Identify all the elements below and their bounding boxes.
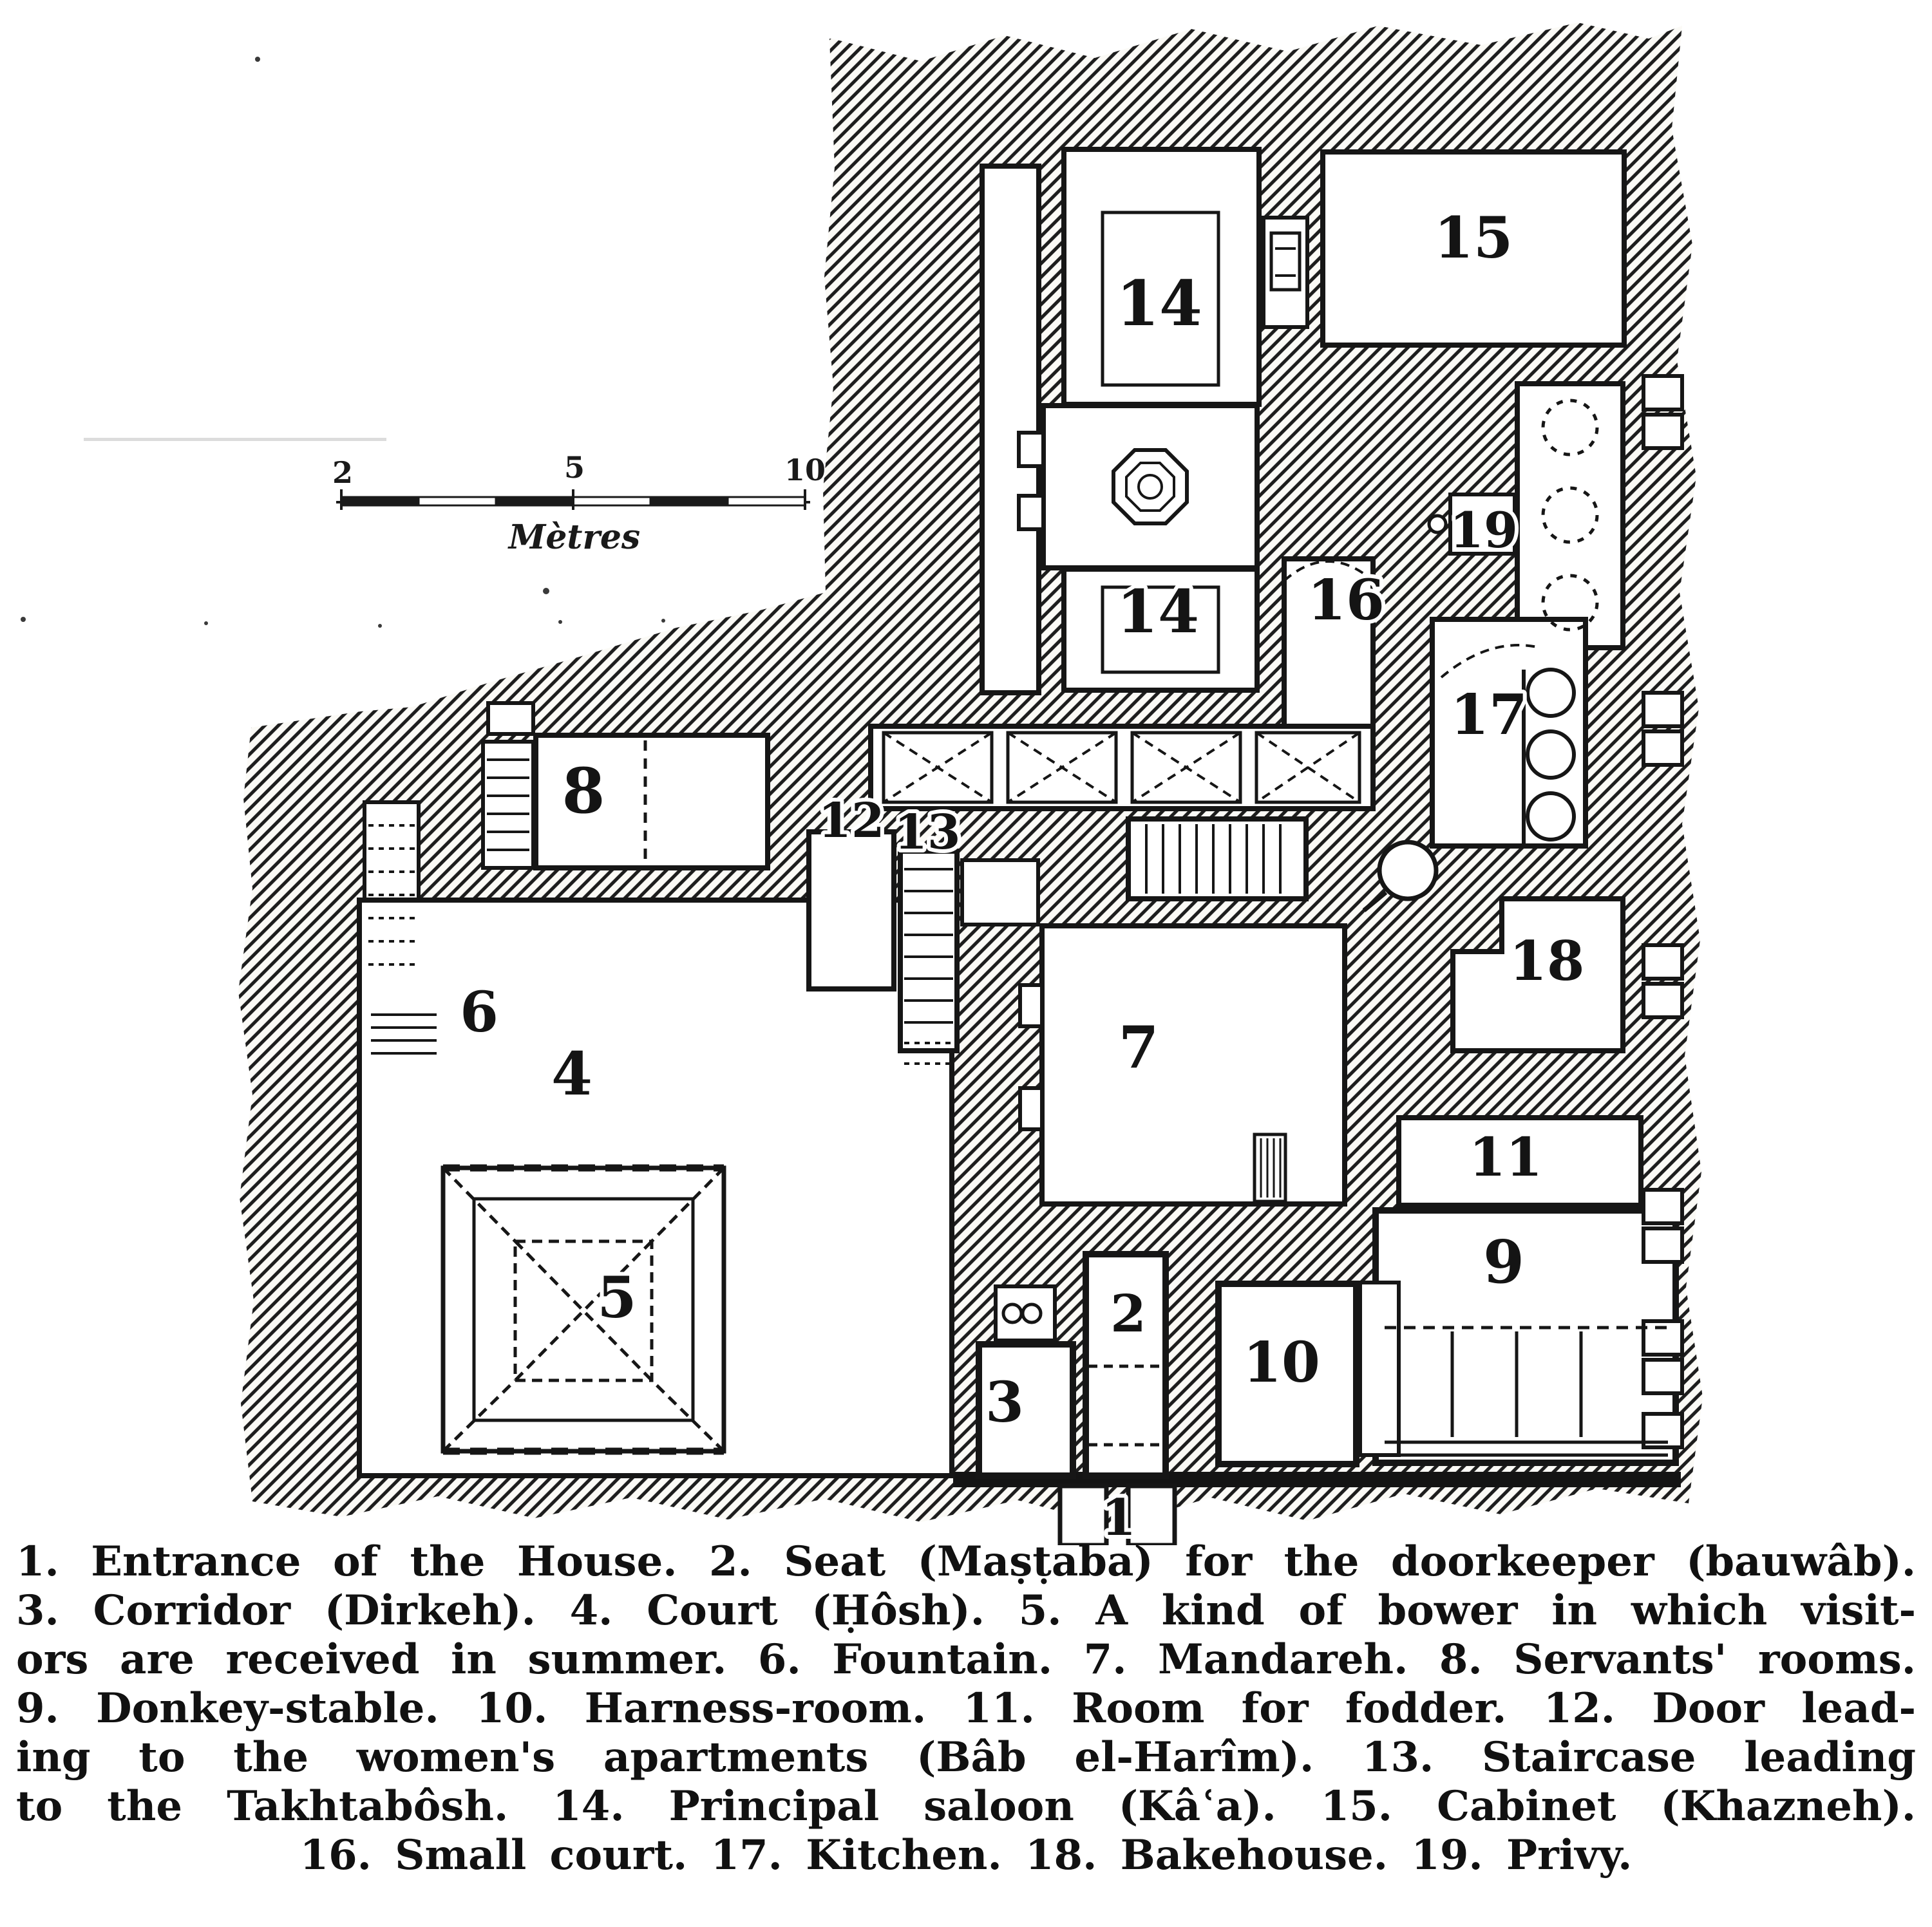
stove-ring: [1526, 668, 1576, 718]
room-label-4: 4: [551, 1039, 592, 1109]
room-label-1: 1: [1101, 1489, 1136, 1545]
stair-rungs: [368, 824, 415, 966]
scale-unit-label: Mètres: [507, 518, 640, 557]
legend-line-6: to the Takhtabôsh. 14. Principal saloon …: [16, 1782, 1916, 1830]
kitchen-dashed-curve: [1440, 644, 1541, 679]
room-label-8: 8: [562, 755, 605, 827]
stable-trough: [1385, 1440, 1668, 1457]
stair-13-landing: [960, 858, 1040, 926]
room-label-3: 3: [985, 1370, 1024, 1435]
stair-rungs: [487, 758, 529, 851]
closet-nw-of-8: [486, 701, 535, 736]
plan-details: [368, 247, 1668, 1457]
room-label-9: 9: [1483, 1227, 1524, 1297]
legend-line-1: 1. Entrance of the House. 2. Seat (Maṣṭa…: [16, 1537, 1916, 1586]
stable-slot: [1358, 1281, 1401, 1457]
stair-wide: [1126, 816, 1309, 901]
legend-line-2: 3. Corridor (Dirkeh). 4. Court (Ḥôsh). 5…: [16, 1586, 1916, 1635]
room-label-14: 14: [1117, 577, 1199, 646]
room-label-12: 12: [819, 793, 885, 849]
court-door-notch: [1017, 494, 1045, 531]
scale-tick-label: 2: [332, 455, 353, 490]
room-19-label-box: [1448, 493, 1517, 556]
privy-seats: [1541, 399, 1599, 632]
entrance-1-stub: [1126, 1483, 1177, 1545]
scale-ticks: [340, 489, 806, 510]
fountain-octagon-outer: [1112, 448, 1189, 525]
stair13-rungs-dashed: [904, 1042, 953, 1065]
legend-text: 1. Entrance of the House. 2. Seat (Maṣṭa…: [16, 1537, 1916, 1880]
passage-12: [806, 829, 896, 992]
room-label-16: 16: [1307, 568, 1385, 633]
court-door-notch: [1017, 431, 1045, 468]
takhtabosh-corridor: [868, 724, 1376, 811]
mastaba-partitions: [1088, 1364, 1163, 1447]
room-label-11: 11: [1469, 1127, 1542, 1189]
scale-tick-label: 5: [564, 450, 585, 485]
oven-spout: [1362, 890, 1388, 912]
floor-plan: 2 5 10 Mètres 12345678910111213141415161…: [21, 23, 1703, 1545]
passage-west-of-saloon: [980, 164, 1041, 695]
room-19-privy: [1515, 381, 1625, 650]
room-label-6: 6: [460, 980, 498, 1045]
stair13-rungs: [904, 868, 953, 1024]
room-7-niche: [1018, 983, 1044, 1028]
bower-5: [440, 1164, 726, 1455]
room-label-2: 2: [1110, 1283, 1146, 1344]
scale-bar: 2 5 10 Mètres: [332, 450, 826, 557]
stove-ring: [1526, 729, 1576, 780]
room-14-upper-dais: [1101, 211, 1220, 387]
corridor-3: [976, 1341, 1076, 1479]
room-14-lower-dais: [1101, 585, 1220, 674]
room7-grille-bars: [1260, 1138, 1282, 1198]
legend-line-3: ors are received in summer. 6. Fountain.…: [16, 1635, 1916, 1684]
legend-line-4: 9. Donkey-stable. 10. Harness-room. 11. …: [16, 1684, 1916, 1733]
room-15: [1320, 149, 1627, 348]
scale-tick-label: 10: [784, 453, 826, 487]
room-7-niche: [1018, 1086, 1044, 1131]
stair-rungs: [371, 1013, 437, 1055]
stable-stall-dividers: [1450, 1331, 1583, 1437]
room-label-18: 18: [1510, 929, 1585, 993]
table-icon: [1269, 231, 1302, 292]
legend-line-7: 16. Small court. 17. Kitchen. 18. Bakeho…: [299, 1831, 1633, 1879]
takhtabosh-x: [882, 731, 1361, 804]
fountain-octagon-inner: [1125, 462, 1175, 512]
room-18-bakehouse: [1450, 896, 1625, 1053]
legend-line-5: ing to the women's apartments (Bâb el-Ha…: [16, 1733, 1916, 1781]
fountain-bowl: [1137, 474, 1163, 500]
room-10-harness: [1215, 1281, 1359, 1467]
stair-wide-rungs: [1145, 824, 1282, 894]
room-label-19: 19: [1450, 502, 1518, 559]
room-7-mandareh: [1039, 923, 1347, 1207]
seat-circle: [1021, 1302, 1043, 1324]
seat-circle: [1001, 1302, 1023, 1324]
room-8-servants: [533, 733, 770, 870]
room-14-lower: [1061, 567, 1260, 693]
room-9-stable: [1372, 1207, 1679, 1466]
entrance-1-stub: [1057, 1483, 1109, 1545]
oven-icon: [1377, 840, 1439, 901]
rooms: [357, 147, 1684, 1545]
stair-west-of-8: [481, 740, 535, 870]
court16-arch: [1283, 560, 1374, 582]
privy-basin-icon: [1427, 514, 1448, 534]
stove-ring: [1526, 791, 1576, 841]
room-label-10: 10: [1243, 1330, 1320, 1395]
court-4: [357, 898, 954, 1478]
room-label-15: 15: [1434, 204, 1513, 271]
room-label-7: 7: [1119, 1013, 1159, 1082]
room-label-17: 17: [1450, 682, 1528, 747]
print-specks: [21, 57, 665, 628]
stair-13: [898, 849, 960, 1053]
room-11-fodder: [1396, 1115, 1643, 1208]
takhtabosh-panels: [882, 731, 1361, 804]
room-label-14: 14: [1116, 267, 1202, 340]
room-label-13: 13: [895, 805, 961, 860]
room-label-5: 5: [597, 1264, 636, 1331]
